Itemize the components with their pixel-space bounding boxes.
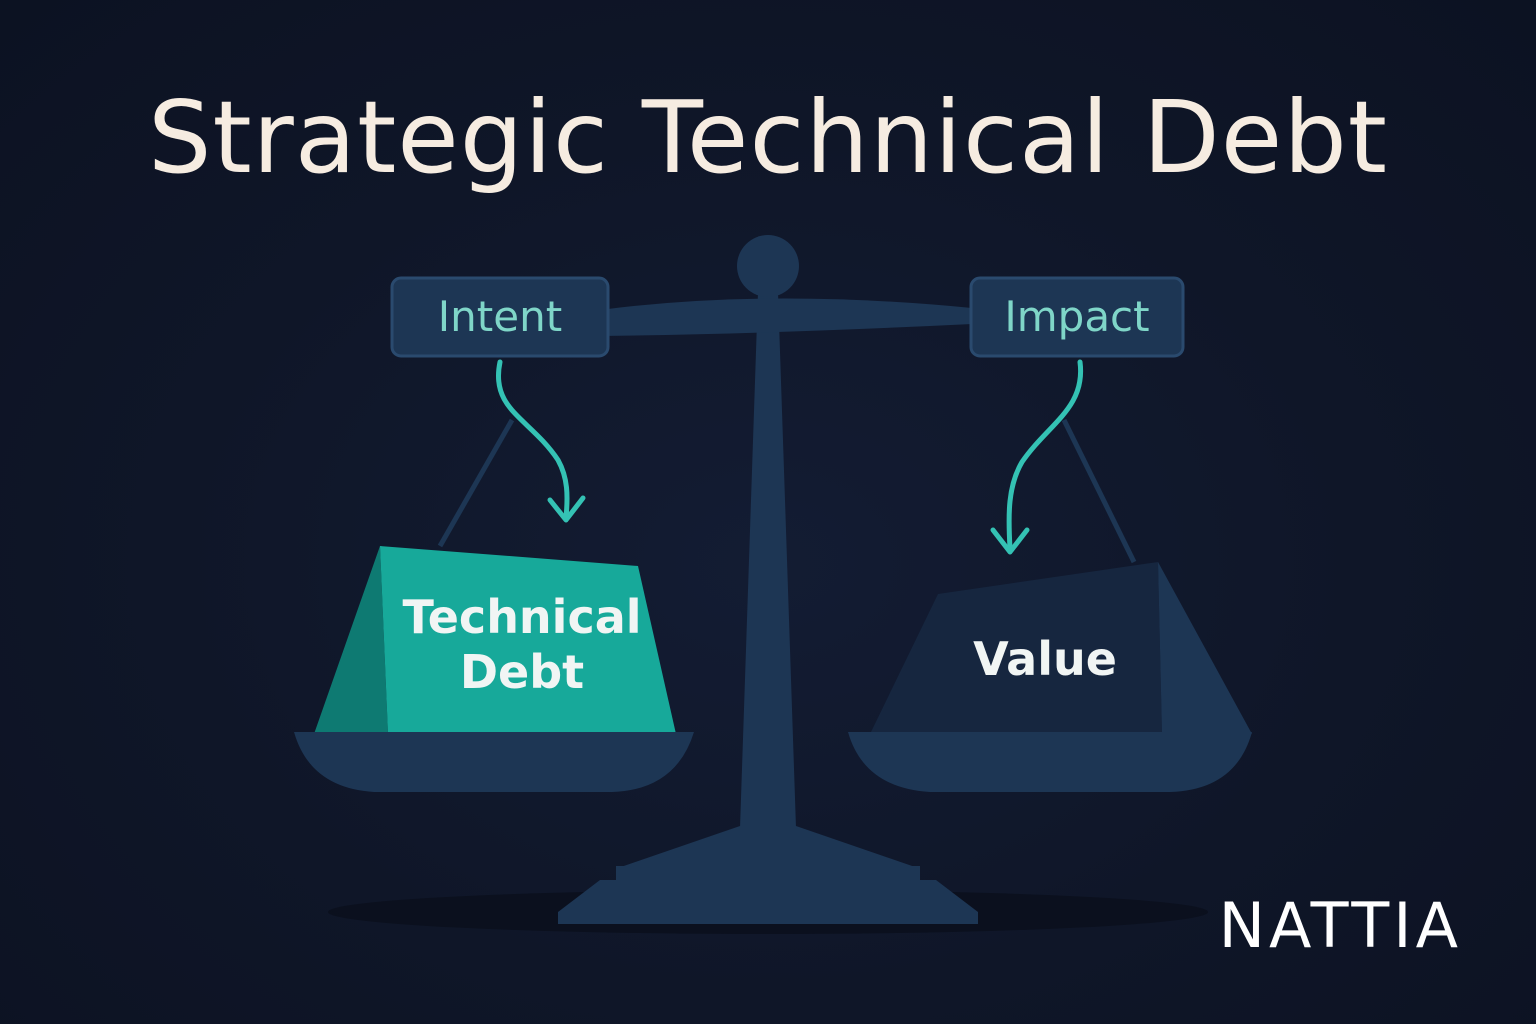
- scale-base-middle: [616, 866, 920, 882]
- value-block: [870, 562, 1162, 734]
- scale-pillar: [740, 292, 796, 828]
- value-block-side: [1158, 562, 1252, 734]
- page-title: Strategic Technical Debt: [147, 79, 1388, 196]
- scale-beam: [600, 298, 972, 336]
- left-pan: [294, 732, 694, 792]
- left-hanger-string: [437, 418, 515, 548]
- brand-logo-text: NATTIA: [1218, 889, 1462, 962]
- value-label: Value: [973, 632, 1117, 686]
- technical-debt-label: Technical Debt: [402, 590, 642, 700]
- technical-debt-block: [380, 546, 676, 734]
- scale-knob: [737, 235, 799, 297]
- right-pan: [848, 732, 1252, 792]
- intent-label: Intent: [437, 292, 563, 341]
- impact-label: Impact: [1004, 292, 1150, 341]
- scale-base-lower: [558, 880, 978, 924]
- right-hanger-string: [1061, 418, 1137, 564]
- impact-tag-box: [969, 276, 1185, 358]
- curved-arrow-down-icon: [496, 359, 586, 523]
- technical-debt-block-side: [314, 546, 388, 734]
- curved-arrow-down-icon: [990, 359, 1084, 555]
- scale-base-upper: [618, 826, 918, 868]
- intent-tag-box: [390, 276, 610, 358]
